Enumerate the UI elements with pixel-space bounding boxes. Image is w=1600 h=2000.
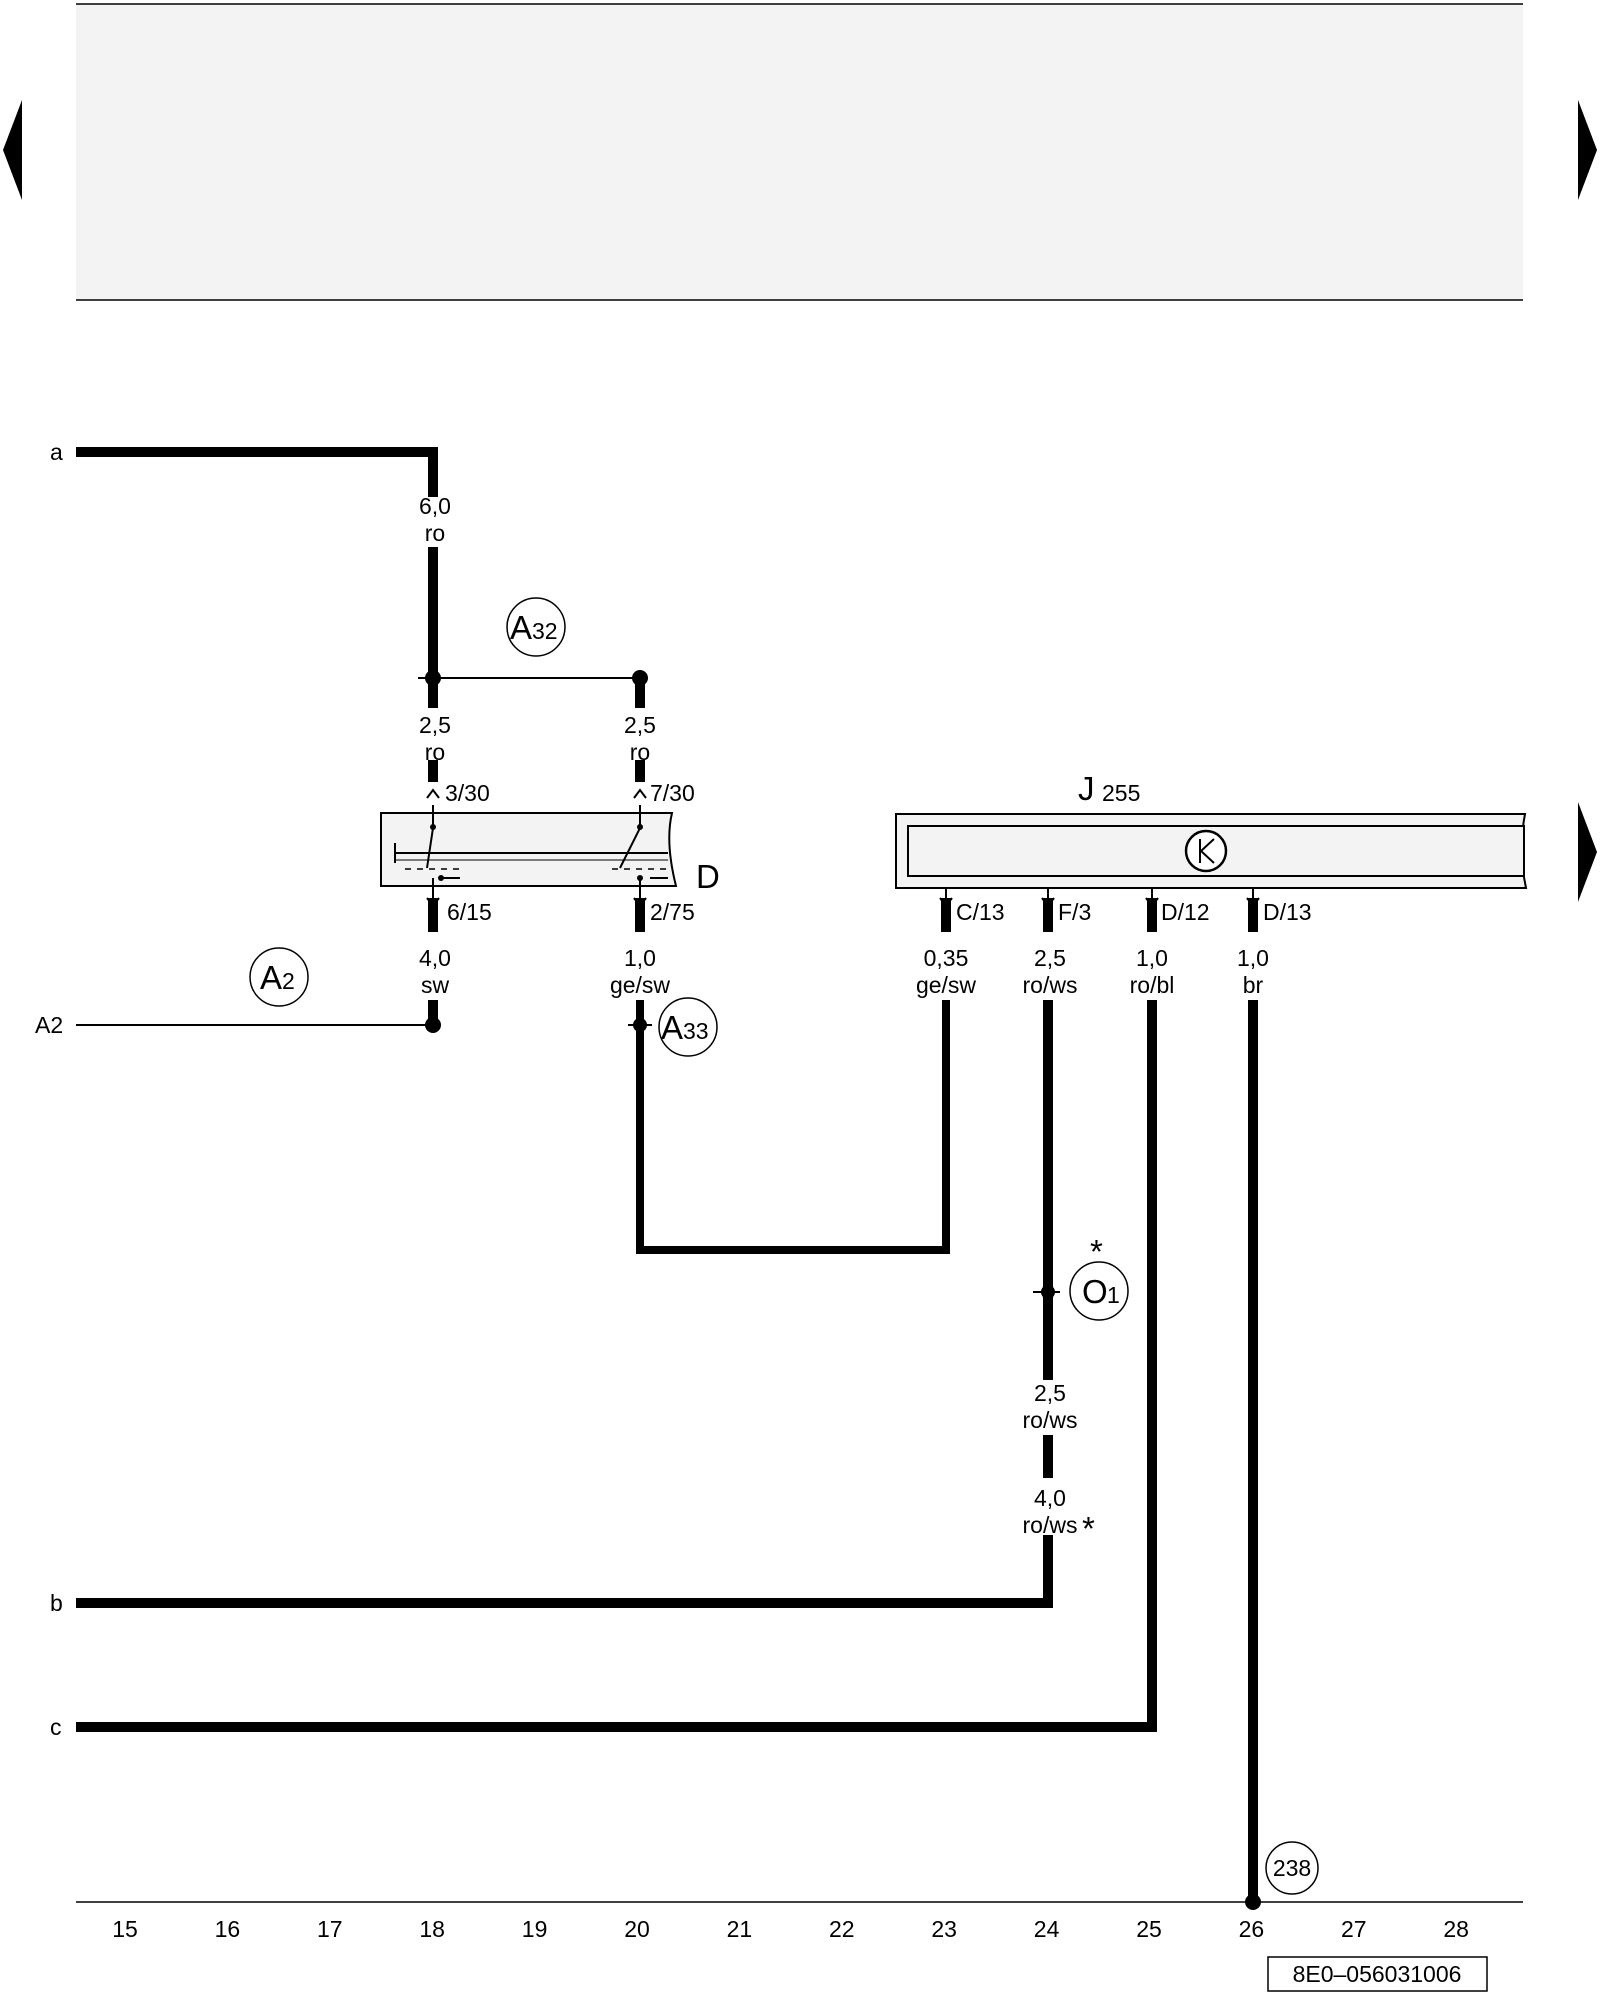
wire-size: 1,0 — [624, 945, 656, 971]
svg-text:32: 32 — [532, 618, 558, 644]
wire-size: 6,0 — [419, 493, 451, 519]
wire-size: 1,0 — [1136, 945, 1168, 971]
component-d — [380, 788, 678, 908]
wire-size: 0,35 — [924, 945, 969, 971]
wire-c — [76, 1000, 1157, 1732]
wire-color: ro — [630, 739, 650, 765]
grid-tick-label: 24 — [1034, 1916, 1060, 1942]
svg-text:A: A — [661, 1009, 683, 1046]
header-band — [76, 4, 1523, 300]
wire-color: ro — [425, 739, 445, 765]
wire-color: ro/ws — [1023, 1407, 1078, 1433]
grid-tick-label: 15 — [112, 1916, 138, 1942]
line-label-c: c — [50, 1714, 62, 1740]
wire-size: 2,5 — [1034, 945, 1066, 971]
wire-labels: 6,0 ro 2,5 ro 2,5 ro 4,0 sw 1,0 ge/sw 0,… — [419, 493, 1269, 1538]
component-d-label: D — [696, 858, 720, 895]
svg-text:1: 1 — [1107, 1282, 1120, 1308]
junction-dot — [425, 1017, 441, 1033]
svg-text:2: 2 — [282, 968, 295, 994]
module-pin: D/12 — [1161, 899, 1210, 925]
doc-code: 8E0–056031006 — [1293, 1961, 1462, 1987]
svg-text:A: A — [510, 609, 532, 646]
module-pin: D/13 — [1263, 899, 1312, 925]
grid-tick-label: 28 — [1443, 1916, 1469, 1942]
svg-text:A: A — [260, 959, 282, 996]
grid-tick-label: 25 — [1136, 1916, 1162, 1942]
module-pin: F/3 — [1058, 899, 1091, 925]
wire-size: 2,5 — [1034, 1380, 1066, 1406]
svg-text:O: O — [1082, 1273, 1108, 1310]
wire-color: ge/sw — [610, 972, 670, 998]
doc-code-box — [1267, 1956, 1488, 1992]
triangle-left-icon[interactable] — [3, 100, 22, 200]
wire-size: 1,0 — [1237, 945, 1269, 971]
connector-a32: A 32 — [506, 597, 566, 657]
grid-tick-label: 17 — [317, 1916, 343, 1942]
grid-ruler: 15 16 17 18 19 20 21 22 23 24 25 26 27 28 — [112, 1916, 1469, 1942]
wire-color: ge/sw — [916, 972, 976, 998]
wire-size: 4,0 — [1034, 1485, 1066, 1511]
grid-tick-label: 20 — [624, 1916, 650, 1942]
wire-color: ro/ws — [1023, 1512, 1078, 1538]
wire-color: br — [1243, 972, 1264, 998]
wire-size: 2,5 — [419, 712, 451, 738]
svg-text:238: 238 — [1273, 1855, 1311, 1881]
triangle-right-icon[interactable] — [1578, 802, 1597, 902]
grid-tick-label: 16 — [215, 1916, 241, 1942]
relay-pin: 3/30 — [445, 780, 490, 806]
line-label-b: b — [50, 1590, 63, 1616]
wire-color: ro/ws — [1023, 972, 1078, 998]
module-pin: C/13 — [956, 899, 1005, 925]
wire-color: ro — [425, 520, 445, 546]
connector-a2: A 2 — [249, 947, 309, 1007]
svg-text:33: 33 — [683, 1018, 709, 1044]
junction-dot — [632, 670, 648, 686]
wires — [76, 447, 1258, 1902]
relay-pin: 6/15 — [447, 899, 492, 925]
component-j255 — [895, 813, 1528, 908]
triangle-right-icon[interactable] — [1578, 100, 1597, 200]
wire-color: ro/bl — [1130, 972, 1175, 998]
wire-b — [76, 1535, 1053, 1608]
asterisk-mark: * — [1090, 1233, 1103, 1270]
ground-point-238: 238 — [1265, 1841, 1319, 1895]
grid-tick-label: 26 — [1239, 1916, 1265, 1942]
relay-pin: 2/75 — [650, 899, 695, 925]
grid-tick-label: 18 — [419, 1916, 445, 1942]
k-symbol-icon — [1184, 829, 1228, 873]
line-label-a: a — [50, 439, 63, 465]
wire-20-to-23 — [636, 1000, 950, 1254]
component-j-number: 255 — [1102, 780, 1140, 806]
grid-tick-label: 27 — [1341, 1916, 1367, 1942]
grid-tick-label: 23 — [931, 1916, 957, 1942]
connector-a33: A 33 — [658, 997, 718, 1057]
line-label-a2: A2 — [35, 1012, 63, 1038]
relay-d-body — [380, 812, 678, 887]
grid-tick-label: 19 — [522, 1916, 548, 1942]
grid-tick-label: 21 — [727, 1916, 753, 1942]
relay-pin: 7/30 — [650, 780, 695, 806]
connector-o1: O 1 — [1069, 1261, 1129, 1321]
wire-size: 4,0 — [419, 945, 451, 971]
wire-color: sw — [421, 972, 450, 998]
asterisk-mark: * — [1082, 1510, 1095, 1547]
component-j-label: J — [1078, 770, 1095, 807]
wire-size: 2,5 — [624, 712, 656, 738]
wire-a — [76, 447, 438, 497]
grid-tick-label: 22 — [829, 1916, 855, 1942]
